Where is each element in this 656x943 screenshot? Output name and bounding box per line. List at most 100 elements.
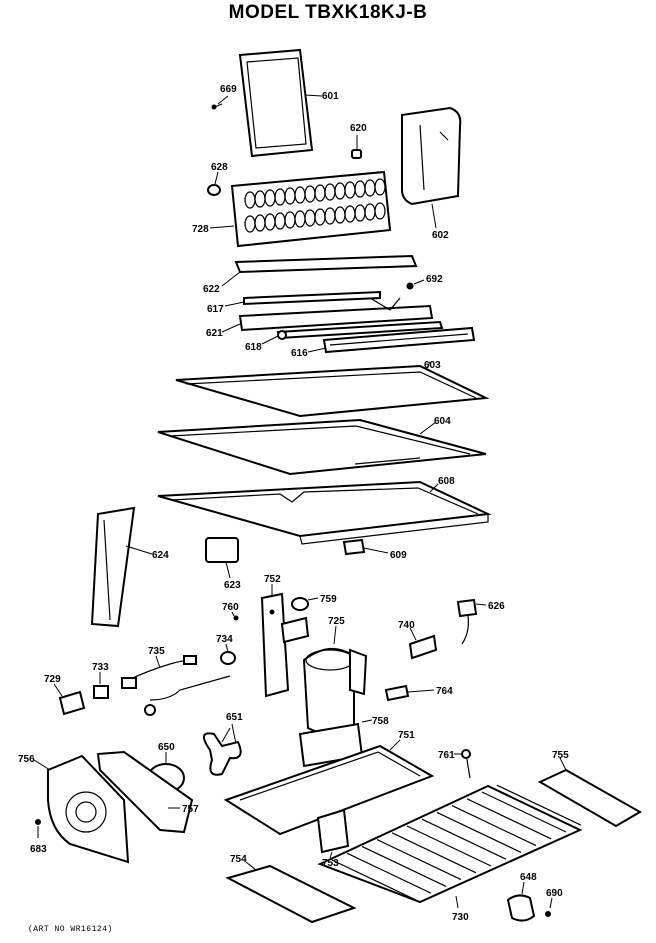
part-725-compressor[interactable] <box>302 625 368 735</box>
label-648: 648 <box>520 872 537 883</box>
part-618-guide[interactable] <box>261 320 444 345</box>
part-608-pan[interactable] <box>157 480 492 545</box>
label-617: 617 <box>207 304 224 315</box>
part-751-base[interactable] <box>223 739 435 836</box>
part-734-capacitor[interactable] <box>220 643 236 665</box>
part-623-block[interactable] <box>205 537 239 579</box>
part-735-harness[interactable] <box>121 655 231 716</box>
label-730: 730 <box>452 912 469 923</box>
label-690: 690 <box>546 888 563 899</box>
label-622: 622 <box>203 284 220 295</box>
condenser-tube <box>406 825 492 867</box>
part-620-knob[interactable] <box>351 135 362 159</box>
label-669: 669 <box>220 84 237 95</box>
part-755-panel[interactable] <box>537 757 643 828</box>
label-626: 626 <box>488 601 505 612</box>
label-620: 620 <box>350 123 367 134</box>
part-730-condenser[interactable] <box>317 784 583 909</box>
label-623: 623 <box>224 580 241 591</box>
part-757-shroud[interactable] <box>96 750 194 834</box>
part-603-shelf[interactable] <box>175 361 490 418</box>
condenser-tube <box>421 818 507 860</box>
part-759-grommet[interactable] <box>291 597 319 611</box>
label-618: 618 <box>245 342 262 353</box>
label-650: 650 <box>158 742 175 753</box>
label-616: 616 <box>291 348 308 359</box>
label-651: 651 <box>226 712 243 723</box>
part-669-screw[interactable] <box>211 95 229 110</box>
part-728-evaporator[interactable] <box>209 170 392 248</box>
part-761-clamp[interactable] <box>454 749 471 779</box>
label-758: 758 <box>372 716 389 727</box>
label-603: 603 <box>424 360 441 371</box>
label-759: 759 <box>320 594 337 605</box>
part-756-housing[interactable] <box>33 754 130 864</box>
part-621-bracket[interactable] <box>221 297 434 333</box>
condenser-tube <box>436 811 522 853</box>
label-756: 756 <box>18 754 35 765</box>
part-733-plug[interactable] <box>93 672 109 699</box>
part-622-rail[interactable] <box>221 254 418 287</box>
label-683: 683 <box>30 844 47 855</box>
condenser-tube <box>361 845 447 887</box>
part-690-screw[interactable] <box>545 897 553 917</box>
label-764: 764 <box>436 686 453 697</box>
condenser-tube <box>346 852 432 894</box>
part-729-switch[interactable] <box>53 683 86 716</box>
label-753: 753 <box>322 858 339 869</box>
label-602: 602 <box>432 230 449 241</box>
coil-loop <box>374 178 386 196</box>
label-604: 604 <box>434 416 451 427</box>
part-616-channel[interactable] <box>307 326 476 354</box>
part-617-rod[interactable] <box>224 290 381 307</box>
model-title: MODEL TBXK18KJ-B <box>228 2 428 23</box>
label-728: 728 <box>192 224 209 235</box>
part-754-plate[interactable] <box>225 861 357 924</box>
label-621: 621 <box>206 328 223 339</box>
condenser-tube <box>496 784 582 826</box>
condenser-tube <box>331 859 417 901</box>
part-692-screw[interactable] <box>406 279 425 290</box>
condenser-tube <box>391 832 477 874</box>
label-733: 733 <box>92 662 109 673</box>
coil-loop <box>374 202 386 220</box>
condenser-tube <box>376 839 462 881</box>
label-740: 740 <box>398 620 415 631</box>
label-628: 628 <box>211 162 228 173</box>
part-604-tray[interactable] <box>157 418 487 476</box>
part-760-screw[interactable] <box>231 611 239 621</box>
label-609: 609 <box>390 550 407 561</box>
art-number: (ART NO WR16124) <box>28 925 113 934</box>
part-753-bracket[interactable] <box>316 808 350 859</box>
label-754: 754 <box>230 854 247 865</box>
label-752: 752 <box>264 574 281 585</box>
label-734: 734 <box>216 634 233 645</box>
label-624: 624 <box>152 550 169 561</box>
part-740-relay[interactable] <box>408 627 438 660</box>
label-760: 760 <box>222 602 239 613</box>
label-755: 755 <box>552 750 569 761</box>
label-735: 735 <box>148 646 165 657</box>
condenser-tube <box>481 791 567 833</box>
label-725: 725 <box>328 616 345 627</box>
label-729: 729 <box>44 674 61 685</box>
fan-blade[interactable] <box>203 727 242 776</box>
part-683-screw[interactable] <box>35 819 41 839</box>
label-761: 761 <box>438 750 455 761</box>
label-608: 608 <box>438 476 455 487</box>
part-609-motor[interactable] <box>342 538 389 556</box>
part-626-connector[interactable] <box>456 598 487 645</box>
label-757: 757 <box>182 804 199 815</box>
condenser-tube <box>466 798 552 840</box>
part-648-drain-cup[interactable] <box>506 881 536 922</box>
part-752-bracket[interactable] <box>260 584 310 698</box>
part-628-clip[interactable] <box>207 171 221 196</box>
part-624-duct[interactable] <box>90 506 153 628</box>
part-601-panel[interactable] <box>238 48 323 158</box>
condenser-tube <box>451 805 537 847</box>
label-751: 751 <box>398 730 415 741</box>
label-601: 601 <box>322 91 339 102</box>
part-764-bracket[interactable] <box>384 684 435 702</box>
part-602-cover[interactable] <box>401 106 462 229</box>
